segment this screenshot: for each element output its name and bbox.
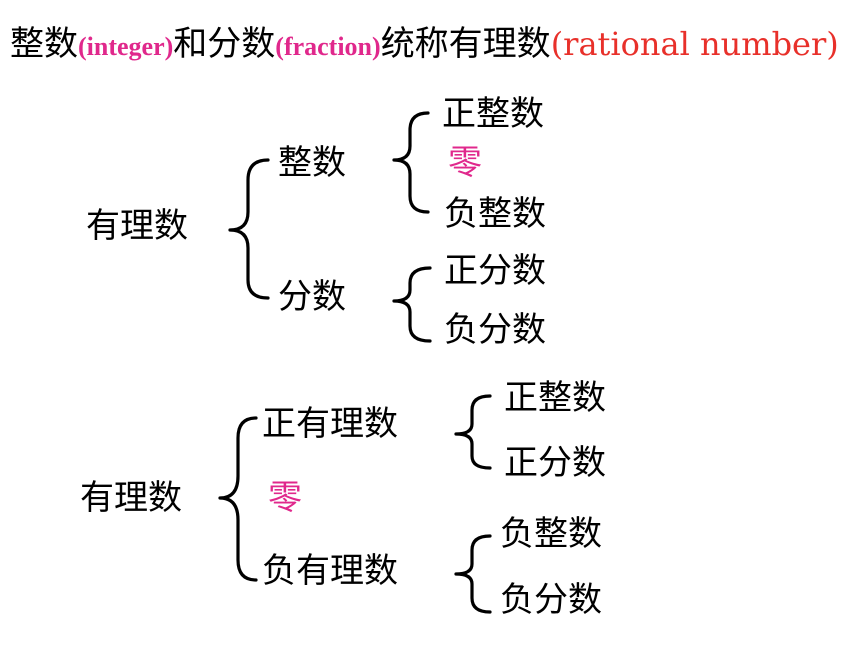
title-integer: 整数 [10,24,78,64]
tree1-leaf-positive-integer: 正整数 [442,94,544,134]
brace-tree1-integer [392,111,430,214]
page-title: 整数(integer)和分数(fraction)统称有理数(rational n… [10,22,839,69]
brace-tree1-fraction [392,266,432,343]
brace-tree2-root [218,416,258,582]
tree1-leaf-zero: 零 [448,143,482,183]
tree2-leaf-positive-integer: 正整数 [504,378,606,418]
tree2-zero: 零 [268,478,302,518]
title-integer-en: (integer) [78,32,174,61]
tree1-leaf-positive-fraction: 正分数 [444,251,546,291]
title-collectively: 统称有理数 [380,24,551,64]
brace-tree2-positive [454,394,492,470]
tree2-branch-positive: 正有理数 [262,404,398,444]
tree2-leaf-negative-fraction: 负分数 [500,580,602,620]
title-fraction-en: (fraction) [275,32,381,61]
tree2-leaf-negative-integer: 负整数 [500,514,602,554]
tree2-branch-negative: 负有理数 [262,551,398,591]
tree1-root: 有理数 [86,206,188,246]
tree1-branch-fraction: 分数 [278,277,346,317]
title-and-fraction: 和分数 [173,24,276,64]
tree1-branch-integer: 整数 [278,143,346,183]
tree1-leaf-negative-integer: 负整数 [444,194,546,234]
tree2-leaf-positive-fraction: 正分数 [504,443,606,483]
tree1-leaf-negative-fraction: 负分数 [444,310,546,350]
tree2-root: 有理数 [80,478,182,518]
brace-tree1-root [228,158,270,300]
brace-tree2-negative [454,534,492,614]
title-rational-en: (rational number) [550,25,839,63]
